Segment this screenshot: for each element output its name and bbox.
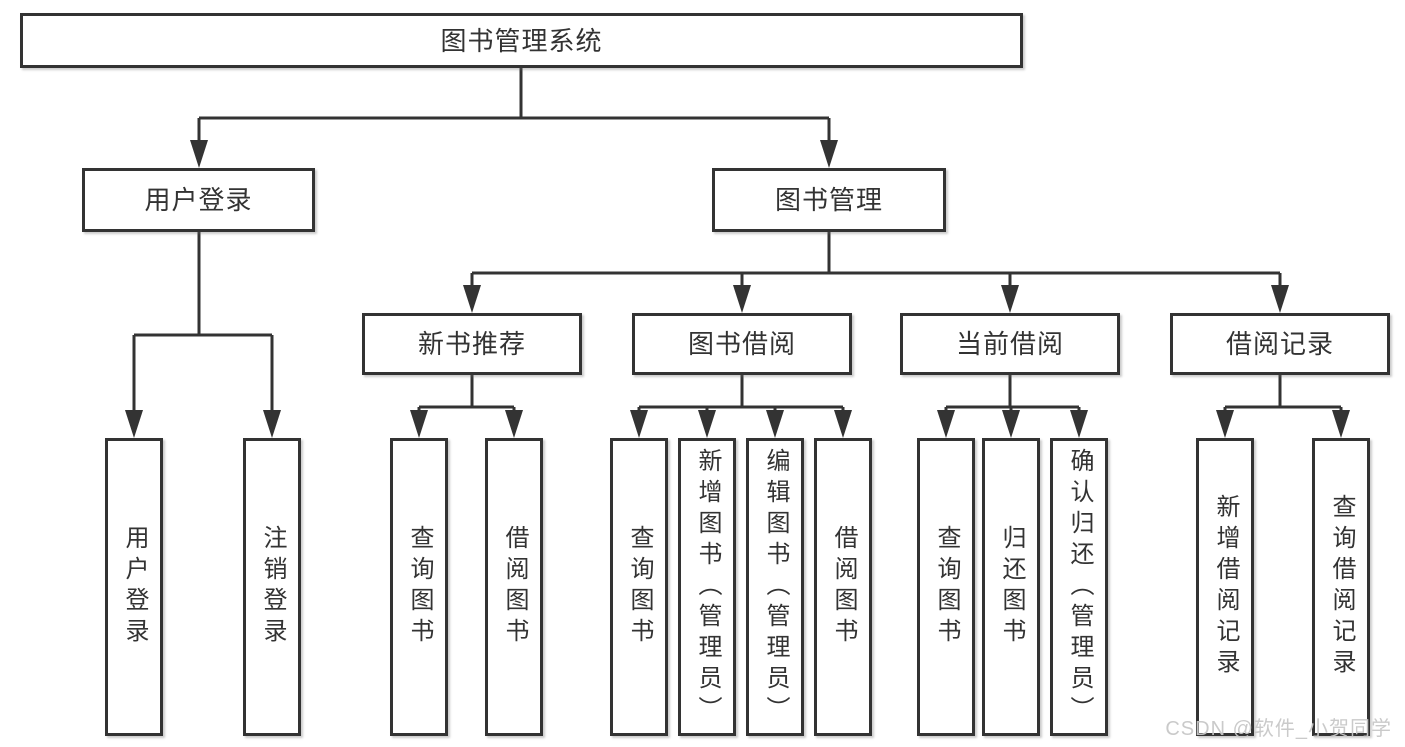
leaf-current-query-label: 查询图书 xyxy=(933,525,960,649)
connector-current-borrowing xyxy=(944,375,1081,415)
connector-book-borrowing xyxy=(637,375,845,415)
node-current-borrowing-label: 当前借阅 xyxy=(955,329,1064,359)
arrow-down-icon xyxy=(1271,285,1289,313)
node-book-borrowing: 图书借阅 xyxy=(632,313,852,375)
arrow-down-icon xyxy=(1001,285,1019,313)
leaf-user-login: 用户登录 xyxy=(105,438,163,736)
arrow-down-icon xyxy=(937,410,955,438)
connector-borrowing-records xyxy=(1223,375,1343,415)
arrow-down-icon xyxy=(1332,410,1350,438)
node-root: 图书管理系统 xyxy=(20,13,1023,68)
leaf-newbooks-borrow-label: 借阅图书 xyxy=(501,525,528,649)
leaf-newbooks-query: 查询图书 xyxy=(390,438,448,736)
leaf-borrow-add-admin-label: 新增图书（管理员） xyxy=(694,447,721,727)
node-user-login: 用户登录 xyxy=(82,168,315,232)
leaf-borrow-edit-admin-label: 编辑图书（管理员） xyxy=(762,447,789,727)
arrow-down-icon xyxy=(505,410,523,438)
leaf-borrow-edit-admin: 编辑图书（管理员） xyxy=(746,438,804,736)
arrow-down-icon xyxy=(834,410,852,438)
leaf-borrow-books-label: 借阅图书 xyxy=(830,525,857,649)
leaf-borrow-books: 借阅图书 xyxy=(814,438,872,736)
arrow-down-icon xyxy=(410,410,428,438)
leaf-add-borrow-record-label: 新增借阅记录 xyxy=(1212,494,1239,680)
leaf-newbooks-query-label: 查询图书 xyxy=(406,525,433,649)
leaf-current-query: 查询图书 xyxy=(917,438,975,736)
leaf-borrow-query: 查询图书 xyxy=(610,438,668,736)
arrow-down-icon xyxy=(463,285,481,313)
arrow-down-icon xyxy=(698,410,716,438)
arrowheads xyxy=(125,140,1350,438)
node-current-borrowing: 当前借阅 xyxy=(900,313,1120,375)
arrow-down-icon xyxy=(190,140,208,168)
arrow-down-icon xyxy=(1070,410,1088,438)
leaf-return-books: 归还图书 xyxy=(982,438,1040,736)
connector-book-management xyxy=(470,232,1282,290)
leaf-borrow-add-admin: 新增图书（管理员） xyxy=(678,438,736,736)
node-borrowing-records-label: 借阅记录 xyxy=(1225,329,1334,359)
leaf-newbooks-borrow: 借阅图书 xyxy=(485,438,543,736)
arrow-down-icon xyxy=(1002,410,1020,438)
leaf-confirm-return-admin: 确认归还（管理员） xyxy=(1050,438,1108,736)
leaf-user-login-label: 用户登录 xyxy=(121,525,148,649)
arrow-down-icon xyxy=(733,285,751,313)
leaf-logout-label: 注销登录 xyxy=(259,525,286,649)
node-user-login-label: 用户登录 xyxy=(144,185,253,215)
leaf-logout: 注销登录 xyxy=(243,438,301,736)
leaf-query-borrow-record: 查询借阅记录 xyxy=(1312,438,1370,736)
arrow-down-icon xyxy=(1216,410,1234,438)
leaf-confirm-return-admin-label: 确认归还（管理员） xyxy=(1066,447,1093,727)
connector-new-books xyxy=(417,375,516,415)
node-book-management-label: 图书管理 xyxy=(774,185,883,215)
leaf-borrow-query-label: 查询图书 xyxy=(626,525,653,649)
connector-root xyxy=(197,67,831,145)
arrow-down-icon xyxy=(766,410,784,438)
leaf-add-borrow-record: 新增借阅记录 xyxy=(1196,438,1254,736)
node-book-management: 图书管理 xyxy=(712,168,946,232)
node-new-books-label: 新书推荐 xyxy=(417,329,526,359)
arrow-down-icon xyxy=(820,140,838,168)
node-root-label: 图书管理系统 xyxy=(440,25,603,56)
arrow-down-icon xyxy=(630,410,648,438)
node-book-borrowing-label: 图书借阅 xyxy=(687,329,796,359)
watermark: CSDN @软件_小贺同学 xyxy=(1165,718,1392,740)
arrow-down-icon xyxy=(125,410,143,438)
node-new-books: 新书推荐 xyxy=(362,313,582,375)
connector-user-login xyxy=(132,232,274,415)
leaf-query-borrow-record-label: 查询借阅记录 xyxy=(1328,494,1355,680)
node-borrowing-records: 借阅记录 xyxy=(1170,313,1390,375)
arrow-down-icon xyxy=(263,410,281,438)
leaf-return-books-label: 归还图书 xyxy=(998,525,1025,649)
